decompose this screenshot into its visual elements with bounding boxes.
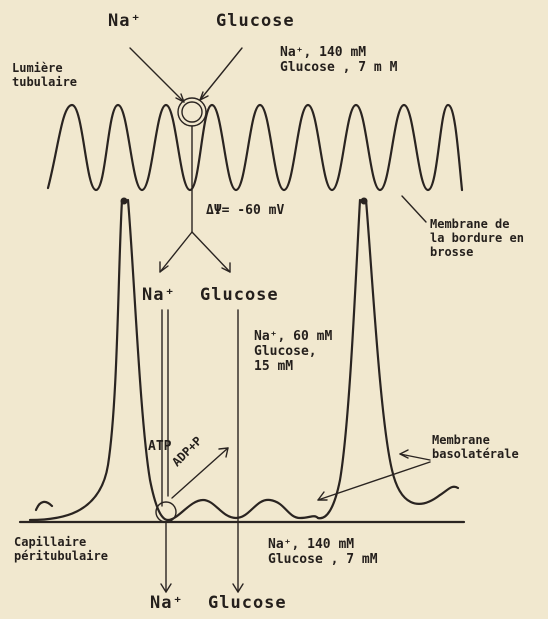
glucose-bottom-label: Glucose	[208, 594, 287, 614]
lumen-concentration-label: Na⁺, 140 mM Glucose , 7 m M	[280, 46, 397, 76]
basolateral-label: Membrane basolatérale	[432, 434, 519, 462]
cotransporter-circle-inner	[182, 102, 202, 122]
blood-concentration-label: Na⁺, 140 mM Glucose , 7 mM	[268, 538, 378, 568]
na-top-label: Na⁺	[108, 12, 142, 32]
capillary-label: Capillaire péritubulaire	[14, 536, 108, 564]
atp-label: ATP	[148, 440, 171, 455]
lateral-membrane-left	[30, 200, 122, 520]
brush-border-membrane	[48, 105, 462, 190]
basolateral-membrane	[168, 500, 318, 520]
basolateral-fold-left	[36, 502, 52, 510]
brush-border-label: Membrane de la bordure en brosse	[430, 218, 524, 259]
arrow-na-in	[130, 48, 184, 102]
membrane-potential-label: ΔΨ= -60 mV	[206, 204, 284, 219]
na-mid-label: Na⁺	[142, 286, 176, 306]
arrow-glucose-in	[200, 48, 242, 100]
basolateral-membrane-right	[440, 487, 458, 495]
arrow-glucose-mid	[192, 232, 230, 272]
basolateral-pointer-2	[318, 462, 430, 500]
cell-concentration-label: Na⁺, 60 mM Glucose, 15 mM	[254, 330, 332, 375]
glucose-top-label: Glucose	[216, 12, 295, 32]
brush-border-pointer	[402, 196, 426, 222]
glucose-mid-label: Glucose	[200, 286, 279, 306]
na-bottom-label: Na⁺	[150, 594, 184, 614]
lumen-label: Lumière tubulaire	[12, 62, 77, 90]
arrow-na-mid	[160, 232, 192, 272]
lateral-membrane-inner-right	[366, 200, 440, 504]
